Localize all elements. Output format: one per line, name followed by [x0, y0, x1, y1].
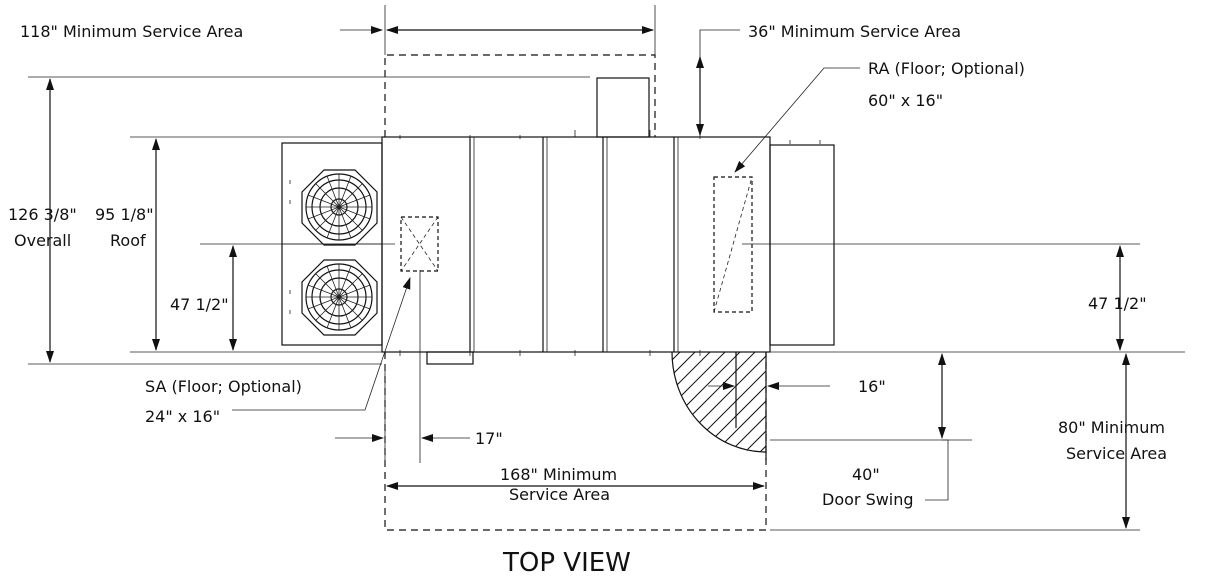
extension-lines	[28, 5, 1185, 531]
ra-opening	[713, 176, 753, 313]
overall-dim-label: 126 3/8"	[8, 205, 77, 224]
view-title: TOP VIEW	[502, 548, 631, 578]
ra-size-label: 60" x 16"	[868, 91, 943, 110]
roof-word-label: Roof	[110, 231, 146, 250]
sa-size-label: 24" x 16"	[145, 407, 220, 426]
service-168-label: 168" Minimum	[500, 465, 617, 484]
fan-icon	[301, 169, 378, 246]
sa-opening	[400, 216, 439, 272]
dimension-lines	[46, 26, 1130, 529]
dim-17-label: 17"	[475, 429, 503, 448]
sa-label: SA (Floor; Optional)	[145, 377, 302, 396]
dimension-labels: 118" Minimum Service Area 36" Minimum Se…	[8, 22, 1167, 578]
roof-dim-label: 95 1/8"	[95, 205, 154, 224]
dim-16-label: 16"	[858, 377, 886, 396]
left-47-label: 47 1/2"	[170, 295, 229, 314]
door-swing-area	[671, 351, 767, 460]
door-40-label: 40"	[852, 465, 880, 484]
service-80-label: 80" Minimum	[1058, 418, 1165, 437]
overall-word-label: Overall	[14, 231, 71, 250]
service-118-label: 118" Minimum Service Area	[20, 22, 243, 41]
service-area-outlines	[384, 54, 767, 531]
service-80-label-2: Service Area	[1066, 444, 1167, 463]
service-168-label-2: Service Area	[509, 485, 610, 504]
right-47-label: 47 1/2"	[1088, 294, 1147, 313]
service-36-label: 36" Minimum Service Area	[748, 22, 961, 41]
fan-icon	[301, 259, 378, 336]
ra-label: RA (Floor; Optional)	[868, 59, 1025, 78]
unit-body	[381, 77, 835, 365]
door-swing-label: Door Swing	[822, 490, 914, 509]
